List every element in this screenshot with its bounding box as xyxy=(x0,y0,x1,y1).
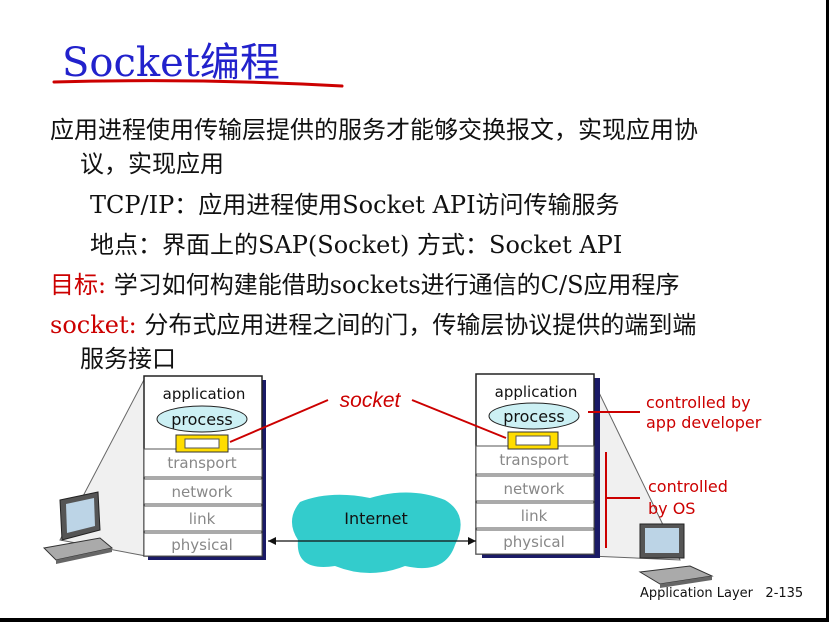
right-computer-icon xyxy=(638,523,714,588)
slide-title: Socket编程 xyxy=(62,40,280,86)
socket-pointer-right xyxy=(411,399,507,439)
left-protocol-stack xyxy=(143,375,266,560)
socket-diagram-label: socket xyxy=(340,389,402,412)
controlled-app-label-2: app developer xyxy=(646,413,762,432)
controlled-app-label-1: controlled by xyxy=(646,393,751,412)
network-diagram: application process transport network li… xyxy=(42,373,762,588)
paragraph-line: TCP/IP：应用进程使用Socket API访问传输服务 xyxy=(90,191,620,219)
left-process-label: process xyxy=(171,410,232,429)
controlled-os-label-2: by OS xyxy=(648,499,695,518)
right-application-label: application xyxy=(495,383,578,401)
right-physical-label: physical xyxy=(503,533,565,551)
left-transport-label: transport xyxy=(167,454,236,472)
controlled-os-label-1: controlled xyxy=(648,477,728,496)
right-socket-icon xyxy=(507,431,559,450)
socket-text: 分布式应用进程之间的门，传输层协议提供的端到端 xyxy=(136,311,697,339)
paragraph-line: 议，实现应用 xyxy=(80,150,224,178)
page-number: 2-135 xyxy=(765,586,804,601)
left-network-label: network xyxy=(172,483,233,501)
socket-line: socket: 分布式应用进程之间的门，传输层协议提供的端到端 xyxy=(50,305,696,340)
slide-footer: Application Layer 2-135 xyxy=(640,586,803,601)
right-transport-label: transport xyxy=(499,451,568,469)
socket-label: socket: xyxy=(50,311,137,339)
socket-pointer-left xyxy=(229,399,329,443)
right-network-label: network xyxy=(504,480,565,498)
left-link-label: link xyxy=(189,510,216,528)
goal-label: 目标: xyxy=(50,271,107,299)
goal-text: 学习如何构建能借助sockets进行通信的C/S应用程序 xyxy=(106,271,680,299)
left-socket-icon xyxy=(175,434,229,453)
goal-line: 目标: 学习如何构建能借助sockets进行通信的C/S应用程序 xyxy=(50,265,680,300)
left-physical-label: physical xyxy=(171,536,233,554)
paragraph-line: 服务接口 xyxy=(80,345,176,373)
footer-label: Application Layer xyxy=(640,586,754,601)
paragraph-line: 应用进程使用传输层提供的服务才能够交换报文，实现应用协 xyxy=(50,116,698,144)
right-process-label: process xyxy=(503,407,564,426)
internet-cloud xyxy=(291,492,461,573)
internet-label: Internet xyxy=(344,509,408,528)
left-application-label: application xyxy=(163,385,246,403)
left-computer-icon xyxy=(42,491,114,564)
left-process-ellipse xyxy=(156,405,248,433)
right-link-label: link xyxy=(521,507,548,525)
paragraph-line: 地点：界面上的SAP(Socket) 方式：Socket API xyxy=(90,231,623,259)
right-process-ellipse xyxy=(488,402,580,430)
title-underline xyxy=(52,79,344,88)
